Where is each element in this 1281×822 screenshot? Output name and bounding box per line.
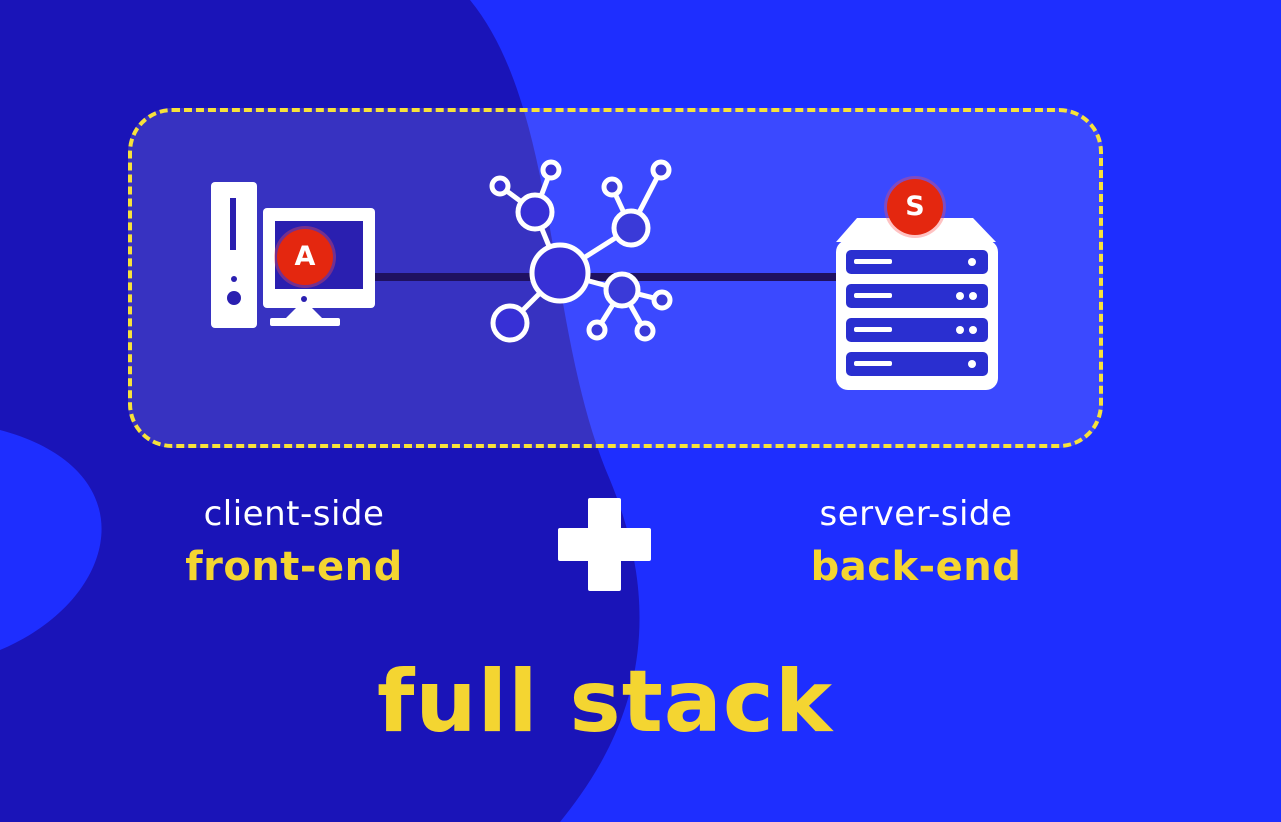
- client-badge: A: [277, 229, 333, 285]
- back-end-label: back-end: [810, 544, 1022, 590]
- front-end-label: front-end: [185, 544, 403, 590]
- full-stack-title: full stack: [376, 652, 834, 752]
- network-hub-icon: [489, 159, 673, 343]
- server-stack-icon: [836, 218, 998, 390]
- server-side-label: server-side: [819, 494, 1013, 534]
- server-badge: S: [887, 179, 943, 235]
- client-side-label: client-side: [203, 494, 385, 534]
- plus-icon: [558, 498, 651, 591]
